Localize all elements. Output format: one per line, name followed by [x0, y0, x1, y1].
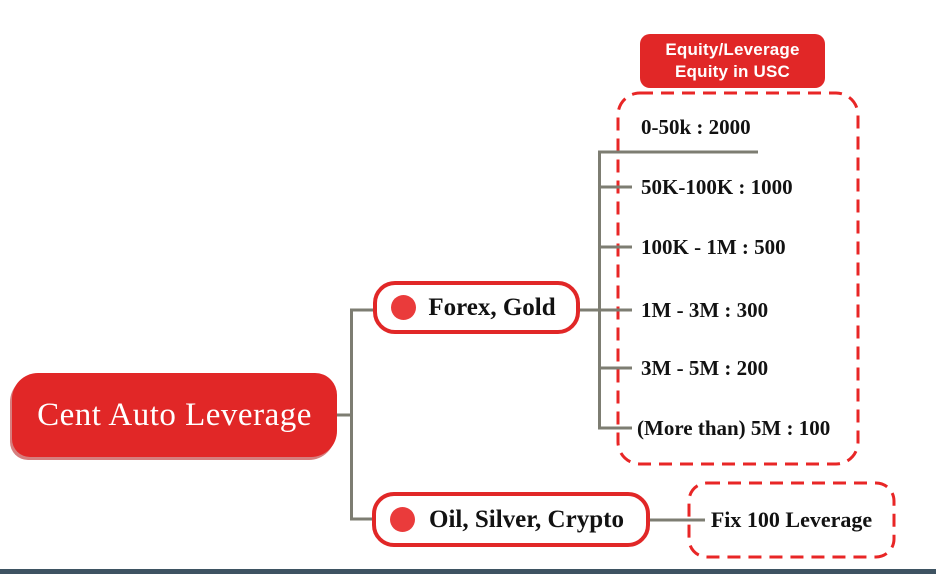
leverage-tier-3m-5m: 3M - 5M : 200	[641, 356, 769, 380]
fixed-leverage-label: Fix 100 Leverage	[710, 507, 873, 532]
branch-node-label: Oil, Silver, Crypto	[429, 505, 624, 533]
leverage-tier-more-than-5m: (More than) 5M : 100	[637, 416, 831, 440]
branch-node-oil-silver-crypto: Oil, Silver, Crypto	[372, 492, 650, 547]
leverage-tier-50k-100k: 50K-100K : 1000	[641, 175, 793, 199]
branch-node-forex-gold: Forex, Gold	[373, 281, 580, 334]
root-node-label: Cent Auto Leverage	[37, 396, 312, 433]
leverage-tier-1m-3m: 1M - 3M : 300	[641, 298, 769, 322]
bottom-edge-bar	[0, 569, 936, 574]
root-node-cent-auto-leverage: Cent Auto Leverage	[12, 373, 337, 457]
red-bullet-icon	[391, 295, 416, 320]
red-bullet-icon	[390, 507, 415, 532]
equity-leverage-header-badge: Equity/Leverage Equity in USC	[640, 34, 825, 88]
fixed-leverage-dashed-box	[687, 481, 896, 559]
branch-connectors	[337, 150, 758, 522]
leverage-tier-100k-1m: 100K - 1M : 500	[641, 235, 786, 259]
leverage-tier-0-50k: 0-50k : 2000	[641, 115, 751, 139]
leverage-tiers-dashed-box	[616, 91, 860, 466]
header-badge-line2: Equity in USC	[675, 62, 790, 81]
branch-node-label: Forex, Gold	[428, 293, 556, 321]
header-badge-line1: Equity/Leverage	[665, 39, 800, 59]
